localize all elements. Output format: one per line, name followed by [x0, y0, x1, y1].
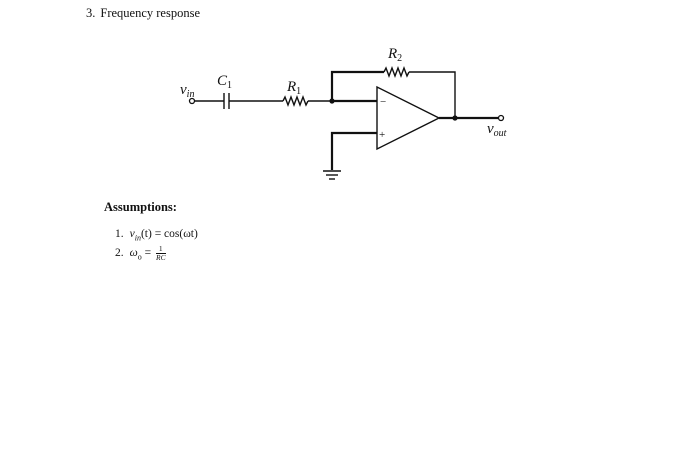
fraction-numerator: 1	[156, 244, 166, 254]
wire-feedback-left	[330, 70, 384, 101]
assumptions-heading: Assumptions:	[104, 200, 177, 214]
assumption-lhs-sub: o	[137, 252, 142, 262]
assumption-lhs: ω	[129, 247, 138, 259]
assumption-lhs: v	[129, 228, 135, 240]
assumption-rhs: (t) = cos(ωt)	[140, 228, 198, 240]
resistor-r2	[383, 66, 410, 78]
assumption-item-1: 1. vin(t) = cos(ωt)	[115, 225, 198, 244]
assumption-eq: =	[141, 247, 154, 259]
r2-label: R2	[387, 46, 402, 64]
problem-number: 3.	[86, 6, 96, 20]
capacitor-c1	[223, 93, 230, 109]
junction-output	[452, 115, 458, 121]
ground-symbol	[323, 170, 341, 180]
c1-label: C1	[217, 73, 232, 91]
opamp-minus-sign: −	[380, 96, 386, 108]
opamp	[376, 85, 441, 151]
output-terminal	[497, 114, 505, 122]
opamp-plus-sign: +	[379, 129, 385, 141]
resistor-r1	[282, 95, 309, 107]
vout-label: vout	[487, 121, 507, 139]
wire-noninverting-ground	[330, 131, 377, 170]
assumption-index: 2.	[115, 247, 124, 259]
r1-label: R1	[286, 79, 301, 97]
wire-feedback-right	[409, 71, 456, 118]
assumption-lhs-sub: in	[134, 233, 141, 243]
fraction-denominator: RC	[156, 252, 166, 262]
vin-label: vin	[180, 82, 194, 100]
problem-title: 3. Frequency response	[86, 6, 200, 21]
problem-title-text: Frequency response	[100, 6, 200, 20]
assumption-index: 1.	[115, 228, 124, 240]
